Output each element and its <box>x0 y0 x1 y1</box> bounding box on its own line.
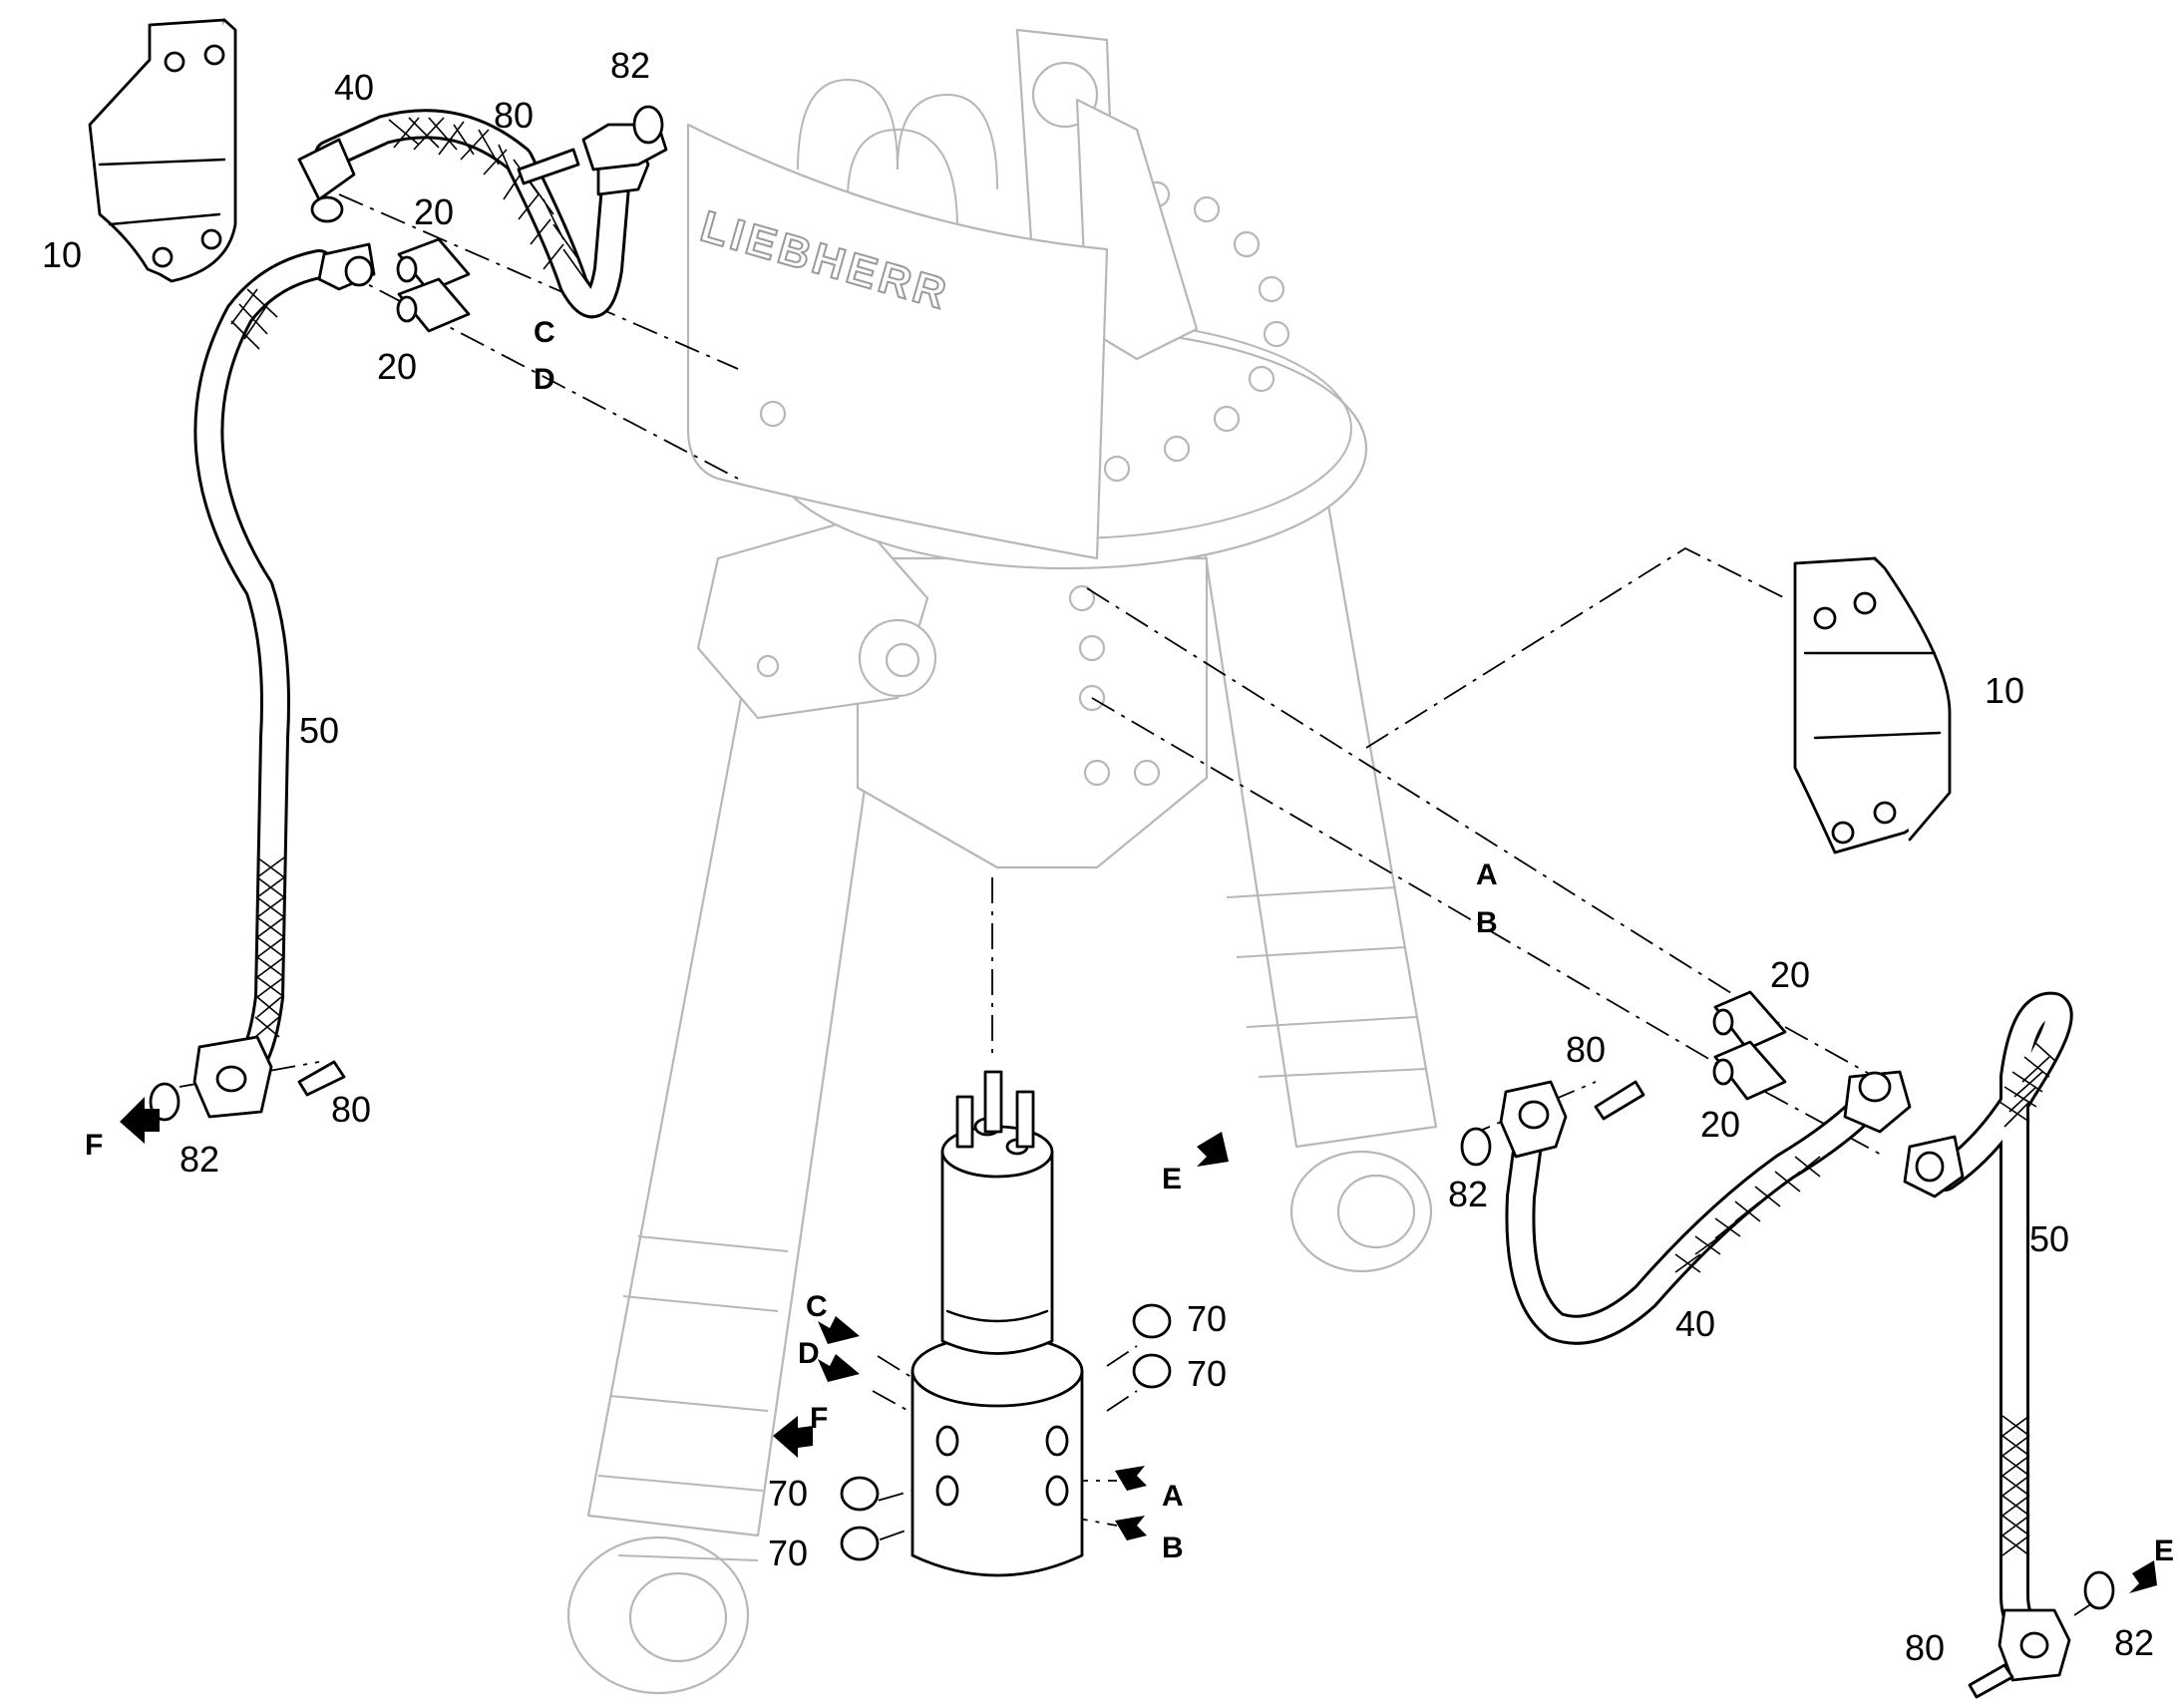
label-80-right: 80 <box>1566 1029 1606 1070</box>
adapter-20-d <box>396 277 471 333</box>
adapter-20-a <box>1712 990 1787 1051</box>
label-20-d: 20 <box>377 346 417 387</box>
label-50-left: 50 <box>299 710 339 751</box>
label-40-top: 40 <box>334 67 374 108</box>
plugs-70 <box>840 1303 1172 1561</box>
arrow-a <box>1115 1466 1147 1491</box>
arrow-b <box>1115 1516 1147 1540</box>
arrow-f-mid <box>773 1416 813 1458</box>
seal-ring-82-right <box>1460 1127 1492 1167</box>
port-label-b-bottom: B <box>1162 1532 1184 1564</box>
leg-front-eye-bore <box>628 1571 728 1663</box>
label-70-3: 70 <box>768 1473 808 1514</box>
port-label-d-bottom: D <box>798 1337 820 1370</box>
arrow-c <box>818 1316 860 1344</box>
bracket-10-left <box>88 18 237 283</box>
label-20-a: 20 <box>1770 954 1810 995</box>
screw-80-top <box>517 148 580 185</box>
label-70-2: 70 <box>1187 1353 1227 1394</box>
rotary-union <box>910 1070 1084 1577</box>
label-80-bottom: 80 <box>1905 1627 1945 1668</box>
adapters-20 <box>396 237 1787 1101</box>
port-label-f-left: F <box>85 1129 103 1162</box>
label-10-left: 10 <box>42 234 82 275</box>
plug-70-3 <box>840 1476 880 1512</box>
port-label-b-mid: B <box>1476 906 1498 939</box>
plug-70-1 <box>1132 1303 1172 1339</box>
arrow-f-left <box>120 1097 160 1144</box>
screw-80-bottom <box>1968 1663 2014 1699</box>
port-letter-labels: C D A B F E C D F A B E <box>85 316 2174 1567</box>
hose-50-left <box>192 242 376 1119</box>
screw-80-left <box>297 1060 346 1097</box>
label-80-top: 80 <box>494 95 534 136</box>
port-label-e-mid: E <box>1162 1163 1182 1196</box>
label-80-left: 80 <box>331 1089 371 1130</box>
label-40-right: 40 <box>1675 1303 1715 1344</box>
part-number-labels: 10 10 20 20 20 20 40 40 50 50 80 80 80 8… <box>42 45 2154 1668</box>
port-arrows <box>120 1097 2157 1593</box>
guard-cover <box>686 123 1109 560</box>
column-housing <box>856 556 1209 869</box>
arrow-d <box>818 1354 860 1382</box>
label-82-top: 82 <box>610 45 650 86</box>
port-label-a-bottom: A <box>1162 1480 1184 1513</box>
leg-rear-eye-bore <box>1336 1174 1416 1249</box>
screw-80-right <box>1594 1080 1645 1121</box>
port-label-d-top: D <box>534 363 555 396</box>
plug-70-2 <box>1132 1353 1172 1389</box>
label-70-1: 70 <box>1187 1298 1227 1339</box>
label-20-c: 20 <box>414 191 454 232</box>
machine-assembly-ghost: LIEBHERR <box>566 28 1438 1695</box>
bracket-10-right <box>1793 556 1952 854</box>
arrow-e-right <box>2129 1560 2157 1593</box>
screws-80 <box>297 148 2014 1699</box>
port-label-a-mid: A <box>1476 858 1498 891</box>
port-label-e-right: E <box>2154 1535 2174 1567</box>
adapter-20-b <box>1712 1040 1787 1101</box>
adapter-20-c <box>396 237 471 293</box>
label-50-right: 50 <box>2029 1218 2069 1259</box>
leg-rear <box>1195 492 1438 1149</box>
label-70-4: 70 <box>768 1533 808 1573</box>
seal-ring-82-bottom <box>2083 1570 2115 1610</box>
hose-40-right <box>1499 1070 1912 1345</box>
label-82-right: 82 <box>1448 1174 1488 1214</box>
seal-ring-82-top <box>632 105 664 145</box>
plug-70-4 <box>840 1526 880 1561</box>
label-10-right: 10 <box>1985 670 2024 711</box>
port-label-c-top: C <box>534 316 555 349</box>
label-20-b: 20 <box>1700 1104 1740 1145</box>
hose-50-right <box>1903 991 2073 1682</box>
label-82-left: 82 <box>180 1139 219 1180</box>
port-label-c-bottom: C <box>806 1290 828 1323</box>
port-label-f-mid: F <box>810 1402 828 1435</box>
arrow-e-mid <box>1197 1132 1229 1167</box>
label-82-bottom: 82 <box>2114 1622 2154 1663</box>
